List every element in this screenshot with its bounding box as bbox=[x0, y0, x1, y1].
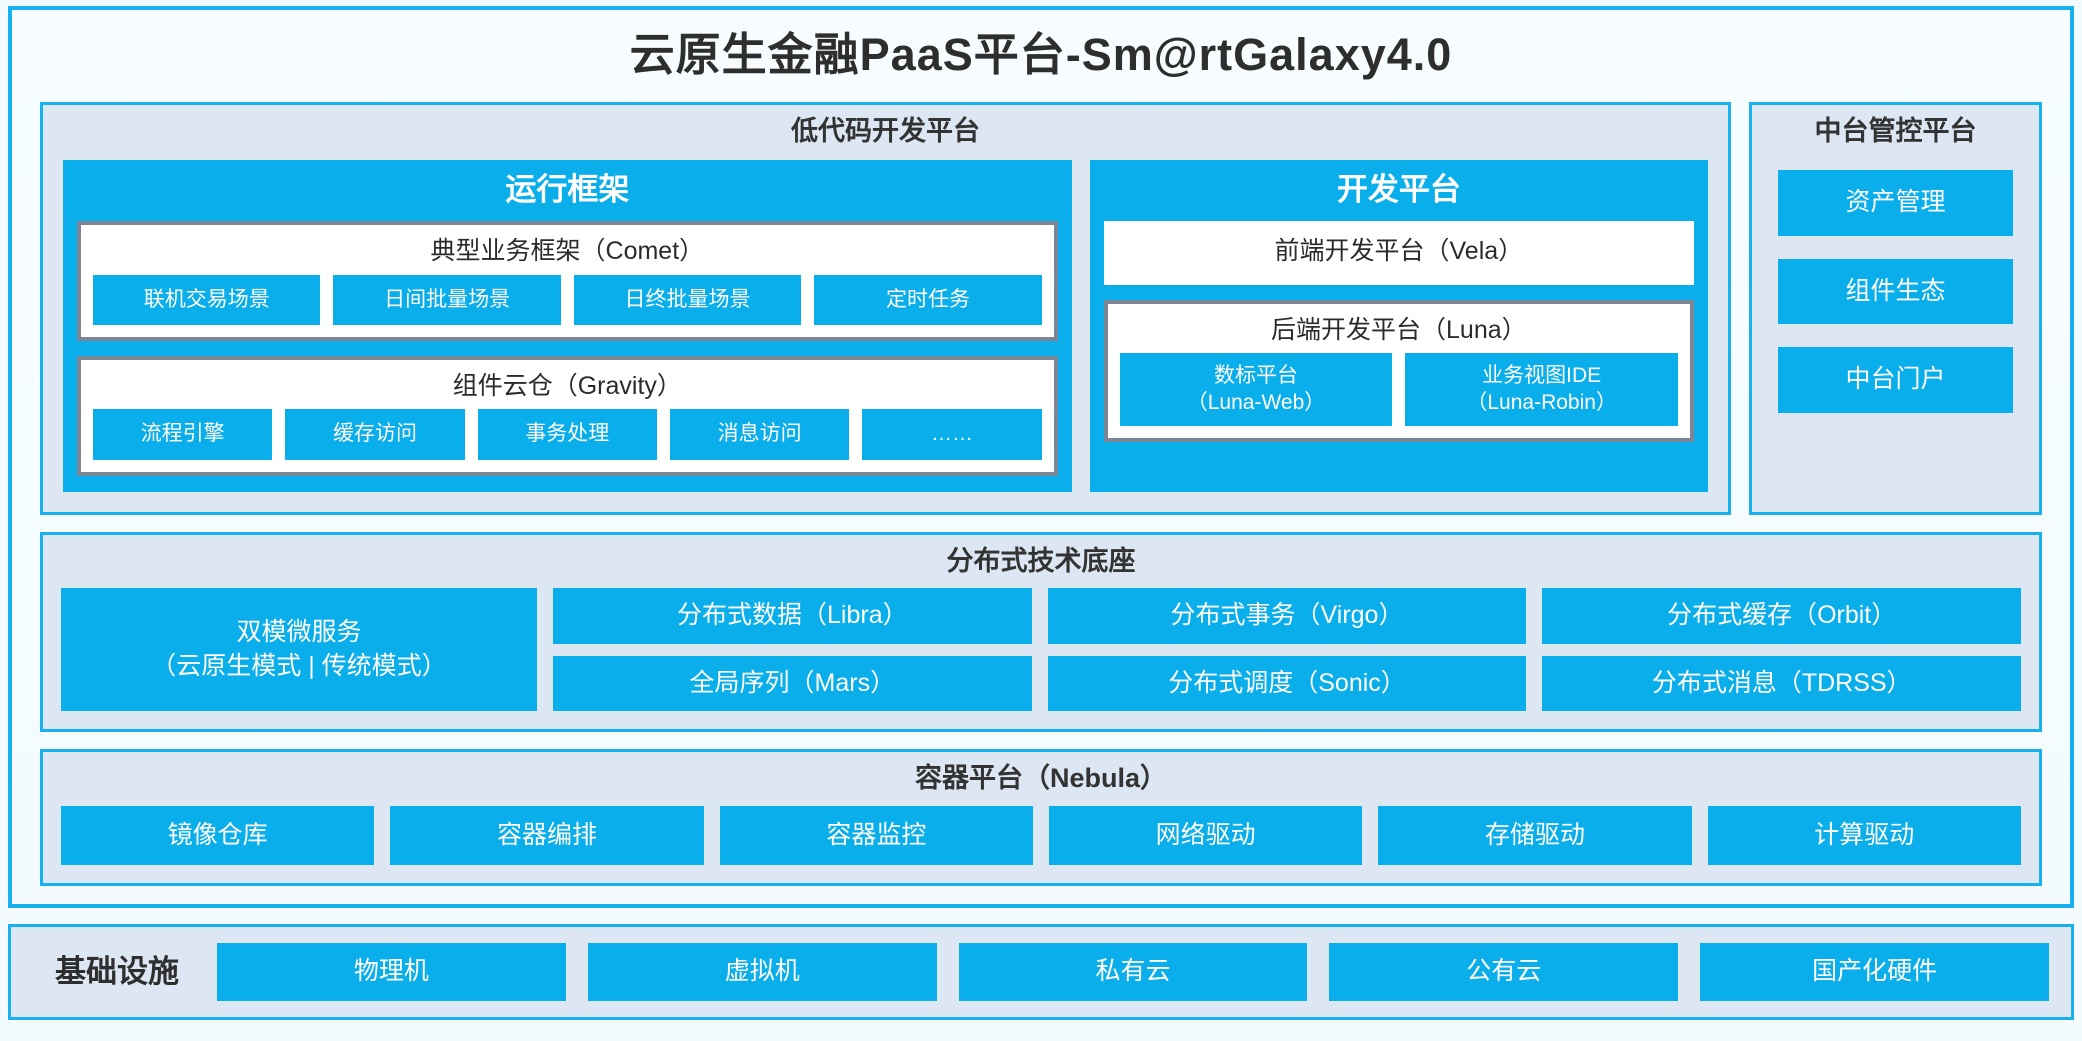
comet-box: 典型业务框架（Comet） 联机交易场景 日间批量场景 日终批量场景 定时任务 bbox=[77, 221, 1058, 341]
lowcode-platform-panel: 低代码开发平台 运行框架 典型业务框架（Comet） 联机交易场景 日间批量场景… bbox=[40, 101, 1731, 515]
dist-item-tdrss[interactable]: 分布式消息（TDRSS） bbox=[1542, 655, 2022, 712]
container-item-orchestration[interactable]: 容器编排 bbox=[390, 805, 704, 866]
distributed-column-1: 分布式数据（Libra） 全局序列（Mars） bbox=[553, 588, 1032, 712]
mgmt-platform-items: 资产管理 组件生态 中台门户 bbox=[1752, 156, 2039, 441]
infra-item-physical-machine[interactable]: 物理机 bbox=[217, 943, 566, 1001]
development-platform-card: 开发平台 前端开发平台（Vela） 后端开发平台（Luna） 数标平台 （Lun… bbox=[1089, 160, 1708, 492]
infrastructure-label: 基础设施 bbox=[55, 954, 179, 990]
vela-title: 前端开发平台（Vela） bbox=[1274, 237, 1524, 266]
mgmt-item-component-ecosystem[interactable]: 组件生态 bbox=[1778, 258, 2013, 325]
comet-chip-row: 联机交易场景 日间批量场景 日终批量场景 定时任务 bbox=[93, 274, 1042, 325]
development-platform-title: 开发平台 bbox=[1336, 172, 1461, 208]
mgmt-platform-title: 中台管控平台 bbox=[1814, 115, 1977, 146]
dual-mode-line1: 双模微服务 bbox=[236, 618, 362, 646]
comet-title: 典型业务框架（Comet） bbox=[430, 237, 705, 266]
infrastructure-panel: 基础设施 物理机 虚拟机 私有云 公有云 国产化硬件 bbox=[8, 924, 2074, 1020]
distributed-base-body: 双模微服务 （云原生模式 | 传统模式） 分布式数据（Libra） 全局序列（M… bbox=[43, 586, 2039, 729]
container-platform-title: 容器平台（Nebula） bbox=[914, 763, 1168, 794]
lowcode-platform-body: 运行框架 典型业务框架（Comet） 联机交易场景 日间批量场景 日终批量场景 … bbox=[43, 156, 1728, 511]
gravity-box: 组件云仓（Gravity） 流程引擎 缓存访问 事务处理 消息访问 …… bbox=[77, 355, 1058, 476]
luna-box: 后端开发平台（Luna） 数标平台 （Luna-Web） 业务视图IDE （Lu… bbox=[1103, 299, 1694, 442]
infra-item-private-cloud[interactable]: 私有云 bbox=[958, 943, 1308, 1001]
gravity-title: 组件云仓（Gravity） bbox=[452, 371, 682, 400]
gravity-item-transaction-processing[interactable]: 事务处理 bbox=[477, 409, 657, 460]
mgmt-item-portal[interactable]: 中台门户 bbox=[1778, 347, 2013, 413]
container-item-network-driver[interactable]: 网络驱动 bbox=[1048, 805, 1363, 866]
distributed-base-title: 分布式技术底座 bbox=[946, 545, 1136, 576]
infra-item-public-cloud[interactable]: 公有云 bbox=[1329, 943, 1679, 1001]
container-item-storage-driver[interactable]: 存储驱动 bbox=[1378, 805, 1692, 866]
luna-title: 后端开发平台（Luna） bbox=[1271, 315, 1527, 344]
distributed-base-panel: 分布式技术底座 双模微服务 （云原生模式 | 传统模式） 分布式数据（Libra… bbox=[40, 531, 2042, 733]
runtime-framework-title: 运行框架 bbox=[505, 172, 630, 208]
luna-web-code: （Luna-Web） bbox=[1186, 390, 1326, 414]
container-item-image-registry[interactable]: 镜像仓库 bbox=[61, 805, 375, 866]
dist-item-dual-mode-microservice[interactable]: 双模微服务 （云原生模式 | 传统模式） bbox=[61, 588, 537, 712]
mgmt-item-asset-management[interactable]: 资产管理 bbox=[1778, 170, 2013, 236]
distributed-column-2: 分布式事务（Virgo） 分布式调度（Sonic） bbox=[1047, 588, 1527, 712]
dist-item-sonic[interactable]: 分布式调度（Sonic） bbox=[1047, 655, 1527, 712]
gravity-item-more[interactable]: …… bbox=[862, 409, 1042, 460]
comet-item-intraday-batch[interactable]: 日间批量场景 bbox=[333, 274, 561, 325]
dist-item-virgo[interactable]: 分布式事务（Virgo） bbox=[1047, 588, 1527, 644]
luna-item-luna-web[interactable]: 数标平台 （Luna-Web） bbox=[1119, 353, 1393, 426]
dist-item-mars[interactable]: 全局序列（Mars） bbox=[553, 655, 1032, 712]
infra-item-virtual-machine[interactable]: 虚拟机 bbox=[587, 943, 937, 1001]
distributed-column-3: 分布式缓存（Orbit） 分布式消息（TDRSS） bbox=[1542, 588, 2022, 712]
luna-web-name: 数标平台 bbox=[1214, 364, 1298, 388]
comet-item-eod-batch[interactable]: 日终批量场景 bbox=[573, 274, 802, 325]
dist-item-libra[interactable]: 分布式数据（Libra） bbox=[553, 588, 1032, 644]
dist-item-orbit[interactable]: 分布式缓存（Orbit） bbox=[1542, 588, 2022, 644]
luna-robin-name: 业务视图IDE bbox=[1482, 364, 1602, 388]
infra-item-domestic-hardware[interactable]: 国产化硬件 bbox=[1700, 943, 2049, 1001]
gravity-item-cache-access[interactable]: 缓存访问 bbox=[285, 409, 465, 460]
platform-outer-frame: 云原生金融PaaS平台-Sm@rtGalaxy4.0 低代码开发平台 运行框架 … bbox=[8, 6, 2074, 909]
comet-item-scheduled-task[interactable]: 定时任务 bbox=[814, 274, 1042, 325]
luna-chip-row: 数标平台 （Luna-Web） 业务视图IDE （Luna-Robin） bbox=[1119, 353, 1679, 426]
comet-item-online-transaction[interactable]: 联机交易场景 bbox=[93, 274, 321, 325]
dual-mode-line2: （云原生模式 | 传统模式） bbox=[151, 651, 447, 680]
page-title: 云原生金融PaaS平台-Sm@rtGalaxy4.0 bbox=[629, 29, 1453, 80]
gravity-item-message-access[interactable]: 消息访问 bbox=[669, 409, 850, 460]
luna-item-luna-robin[interactable]: 业务视图IDE （Luna-Robin） bbox=[1405, 353, 1679, 426]
vela-box[interactable]: 前端开发平台（Vela） bbox=[1103, 221, 1694, 285]
mgmt-platform-panel: 中台管控平台 资产管理 组件生态 中台门户 bbox=[1749, 101, 2042, 515]
container-item-monitoring[interactable]: 容器监控 bbox=[719, 805, 1033, 866]
gravity-chip-row: 流程引擎 缓存访问 事务处理 消息访问 …… bbox=[93, 409, 1042, 460]
container-item-compute-driver[interactable]: 计算驱动 bbox=[1707, 805, 2021, 866]
gravity-item-process-engine[interactable]: 流程引擎 bbox=[93, 409, 273, 460]
lowcode-platform-title: 低代码开发平台 bbox=[791, 115, 980, 146]
top-row: 低代码开发平台 运行框架 典型业务框架（Comet） 联机交易场景 日间批量场景… bbox=[40, 101, 2042, 515]
container-platform-panel: 容器平台（Nebula） 镜像仓库 容器编排 容器监控 网络驱动 存储驱动 计算… bbox=[40, 749, 2042, 887]
container-platform-body: 镜像仓库 容器编排 容器监控 网络驱动 存储驱动 计算驱动 bbox=[43, 804, 2039, 884]
runtime-framework-card: 运行框架 典型业务框架（Comet） 联机交易场景 日间批量场景 日终批量场景 … bbox=[63, 160, 1072, 492]
luna-robin-code: （Luna-Robin） bbox=[1466, 390, 1617, 414]
